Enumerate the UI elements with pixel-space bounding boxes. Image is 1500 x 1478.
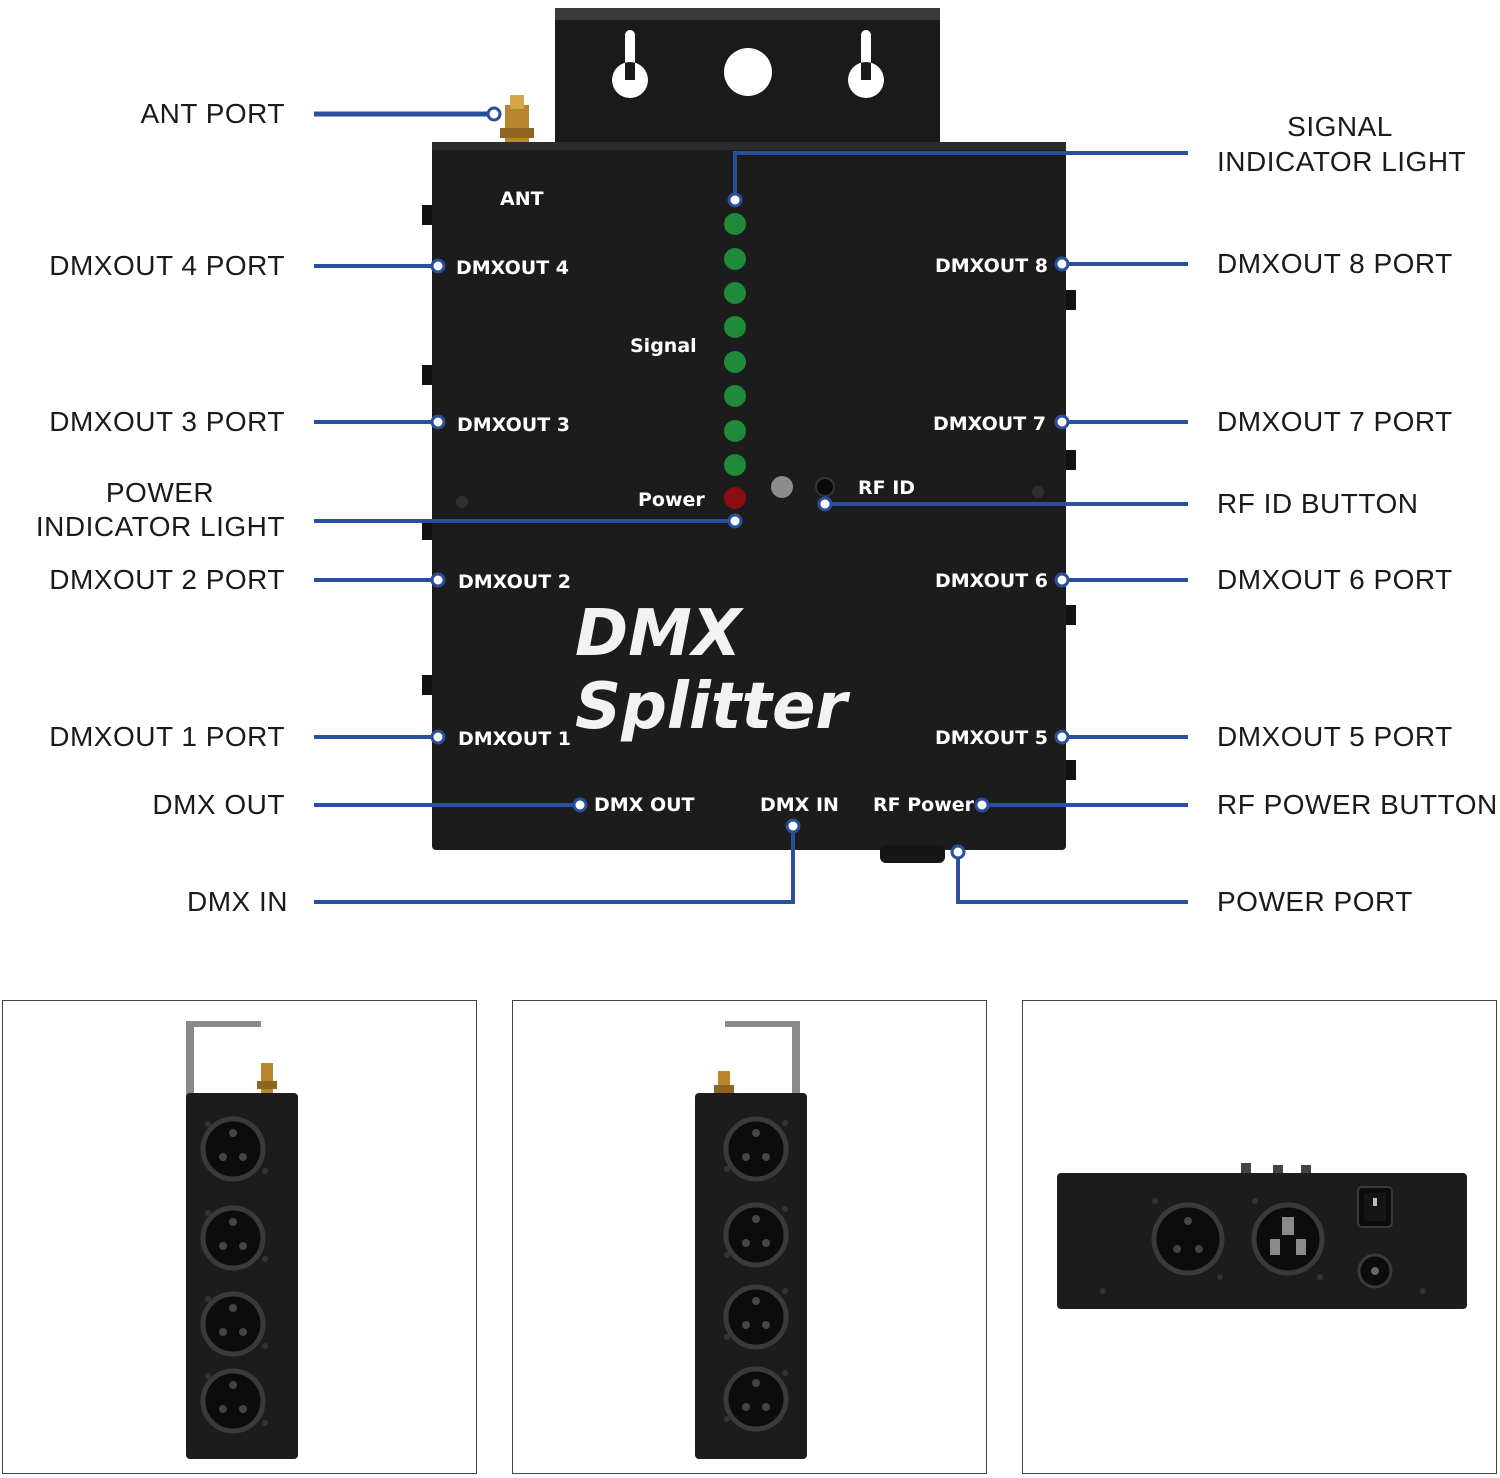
callout-dmx-out: DMX OUT	[152, 789, 285, 820]
device-diagram: ANT DMXOUT 4 DMXOUT 3 DMXOUT 2 DMXOUT 1 …	[314, 8, 1188, 904]
callout-dmxout7-port: DMXOUT 7 PORT	[1217, 406, 1453, 437]
rf-id-button-icon	[815, 477, 835, 497]
signal-led	[724, 454, 746, 476]
callout-dmxout4-port: DMXOUT 4 PORT	[49, 250, 285, 281]
bracket-hole-icon	[724, 48, 772, 96]
signal-led	[724, 420, 746, 442]
callout-dmxout1-port: DMXOUT 1 PORT	[49, 721, 285, 752]
signal-led	[724, 282, 746, 304]
signal-led	[724, 316, 746, 338]
signal-led	[724, 351, 746, 373]
callout-power-indicator-l2: INDICATOR LIGHT	[35, 511, 285, 542]
brand-line1: DMX	[575, 597, 744, 671]
side-view-panel-left	[2, 1000, 477, 1474]
dc-jack-icon	[1357, 1253, 1393, 1289]
keyhole-slot-right-icon	[848, 30, 884, 98]
xlr-female-socket-icon	[723, 1284, 789, 1350]
rf-indicator-led	[771, 476, 793, 498]
leader-dots	[430, 106, 1070, 860]
callout-rf-id-button: RF ID BUTTON	[1217, 488, 1419, 519]
signal-led	[724, 213, 746, 235]
side-view-middle-illustration	[695, 1021, 807, 1459]
device-label-dmxout4: DMXOUT 4	[456, 257, 569, 279]
mounting-bracket	[555, 8, 940, 145]
antenna-connector-icon	[500, 95, 534, 145]
callout-dmxout5-port: DMXOUT 5 PORT	[1217, 721, 1453, 752]
front-view-illustration	[1057, 1163, 1467, 1309]
signal-led	[724, 385, 746, 407]
xlr-female-socket-icon	[1151, 1202, 1225, 1276]
side-view-left-illustration	[186, 1021, 298, 1459]
device-label-rf-power: RF Power	[873, 794, 975, 816]
callout-ant-port: ANT PORT	[140, 98, 285, 129]
device-body	[432, 142, 1066, 850]
side-view-panel-middle	[512, 1000, 987, 1474]
device-label-dmxout7: DMXOUT 7	[933, 413, 1046, 435]
device-label-dmxout5: DMXOUT 5	[935, 727, 1048, 749]
signal-led	[724, 248, 746, 270]
callout-rf-power-button: RF POWER BUTTON	[1217, 789, 1498, 820]
xlr-female-socket-icon	[200, 1116, 266, 1182]
device-label-dmxout3: DMXOUT 3	[457, 414, 570, 436]
xlr-female-socket-icon	[200, 1291, 266, 1357]
callout-dmxout2-port: DMXOUT 2 PORT	[49, 564, 285, 595]
device-label-dmxout6: DMXOUT 6	[935, 570, 1048, 592]
brand-line2: Splitter	[575, 670, 850, 744]
xlr-female-socket-icon	[723, 1116, 789, 1182]
device-label-rf-id: RF ID	[858, 477, 915, 499]
device-label-signal: Signal	[630, 335, 697, 357]
device-label-ant: ANT	[500, 188, 544, 210]
leader-lines	[314, 111, 1188, 904]
callout-dmxout6-port: DMXOUT 6 PORT	[1217, 564, 1453, 595]
callout-power-indicator-l1: POWER	[105, 477, 215, 508]
signal-led-column	[724, 213, 746, 476]
xlr-female-socket-icon	[200, 1205, 266, 1271]
xlr-female-socket-icon	[723, 1366, 789, 1432]
device-label-dmxout2: DMXOUT 2	[458, 571, 571, 593]
callout-power-port: POWER PORT	[1217, 886, 1413, 917]
xlr-female-socket-icon	[200, 1368, 266, 1434]
xlr-male-socket-icon	[1251, 1202, 1325, 1276]
callout-dmxout3-port: DMXOUT 3 PORT	[49, 406, 285, 437]
callout-dmxout8-port: DMXOUT 8 PORT	[1217, 248, 1453, 279]
device-label-dmx-in: DMX IN	[760, 794, 839, 816]
device-label-power: Power	[638, 489, 705, 511]
front-view-panel-right	[1022, 1000, 1497, 1474]
xlr-female-socket-icon	[723, 1202, 789, 1268]
keyhole-slot-left-icon	[612, 30, 648, 98]
power-switch-icon	[1357, 1186, 1393, 1228]
callout-dmx-in: DMX IN	[187, 886, 288, 917]
power-led	[724, 487, 746, 509]
callout-signal-indicator-l2: INDICATOR LIGHT	[1217, 146, 1467, 177]
callout-signal-indicator-l1: SIGNAL	[1287, 111, 1393, 142]
device-label-dmx-out: DMX OUT	[594, 794, 695, 816]
device-label-dmxout8: DMXOUT 8	[935, 255, 1048, 277]
device-label-dmxout1: DMXOUT 1	[458, 728, 571, 750]
